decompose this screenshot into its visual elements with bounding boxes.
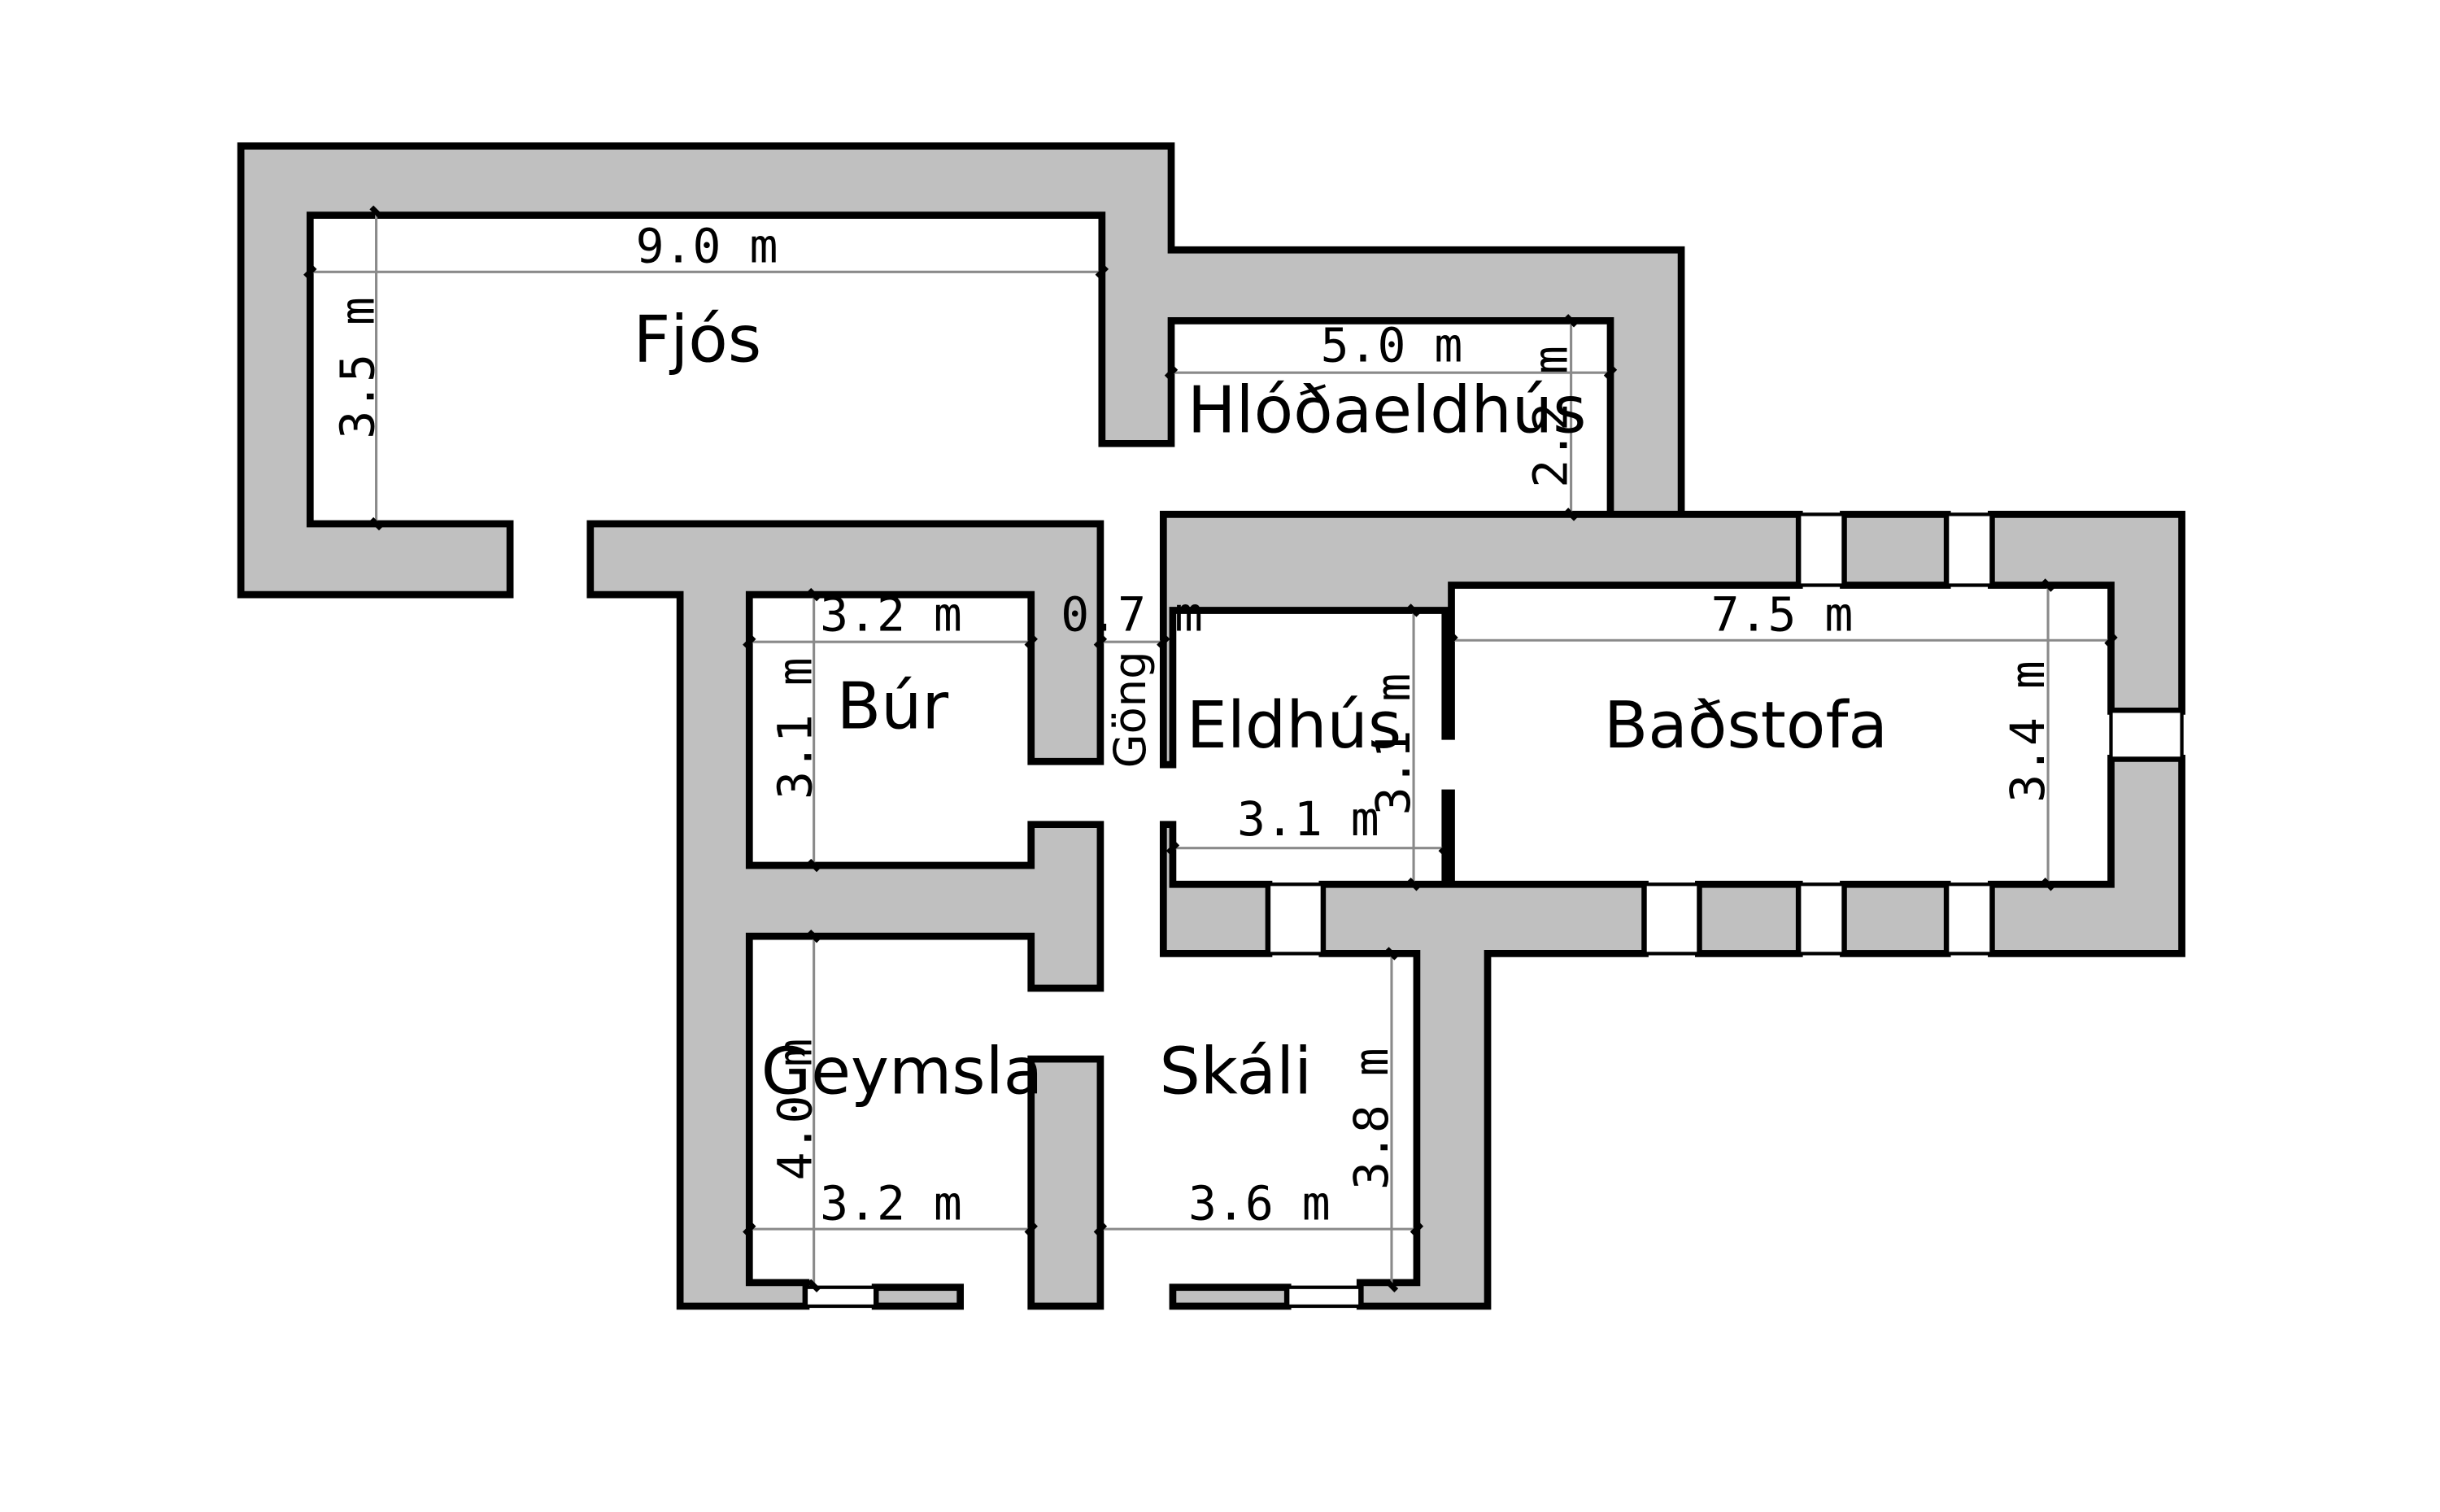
wall-skali-pillar — [1027, 1055, 1105, 1310]
wall-south-skali-east — [1318, 789, 1649, 1310]
window-south-3 — [1945, 882, 1993, 956]
dimension-label: 5.0 m — [1321, 318, 1463, 373]
dimension-labels: 9.0 m 3.5 m 5.0 m 2.2 m 3.2 m 3.1 m 0.7 … — [329, 219, 2055, 1231]
dimension-label: 3.2 m — [820, 587, 962, 643]
window-east — [2109, 709, 2184, 760]
dimension-label: 0.7 m — [1061, 587, 1203, 643]
window-eldhus-south — [1266, 882, 1324, 956]
wall-segment — [1840, 511, 1951, 589]
room-label-badstofa: Baðstofa — [1604, 687, 1888, 763]
dimension-label: 3.2 m — [820, 1176, 962, 1231]
wall-segment — [1840, 880, 1951, 957]
room-label-fjos: Fjós — [634, 302, 762, 377]
wall-fjos-outer — [237, 142, 1685, 599]
wall-segment — [1169, 1283, 1292, 1310]
room-label-gong: Göng — [1105, 651, 1156, 768]
openings — [804, 512, 2184, 1309]
window-north-1 — [1797, 512, 1845, 587]
walls — [237, 142, 2185, 1310]
dimension-ticks — [303, 205, 2118, 1292]
window-geymsla-south — [804, 1285, 878, 1309]
dimension-label: 2.2 m — [1523, 346, 1578, 488]
dimension-label: 3.1 m — [767, 657, 822, 800]
room-label-hlodaeldhus: Hlóðaeldhús — [1187, 373, 1587, 448]
dimension-label: 7.5 m — [1711, 587, 1854, 643]
dimension-label: 3.1 m — [1366, 673, 1421, 816]
dimension-label: 3.6 m — [1188, 1176, 1331, 1231]
room-label-bur: Búr — [837, 669, 949, 744]
window-skali-south — [1286, 1285, 1362, 1309]
dimension-label: 3.5 m — [329, 297, 385, 439]
dimension-label: 4.0 m — [767, 1039, 822, 1181]
room-label-skali: Skáli — [1160, 1034, 1313, 1109]
dimension-label: 3.4 m — [2000, 660, 2055, 803]
dimension-lines — [310, 211, 2111, 1286]
room-label-geymsla: Geymsla — [761, 1034, 1044, 1109]
wall-segment — [871, 1283, 964, 1310]
window-north-2 — [1945, 512, 1993, 587]
dimension-label: 3.8 m — [1344, 1048, 1399, 1190]
window-south-2 — [1797, 882, 1845, 956]
dimension-label: 3.1 m — [1237, 791, 1379, 847]
room-label-eldhus: Eldhús — [1187, 687, 1401, 763]
window-south-1 — [1643, 882, 1701, 956]
wall-center-block — [586, 520, 1105, 1310]
dimension-label: 9.0 m — [636, 219, 778, 274]
room-labels: Fjós Hlóðaeldhús Búr Eldhús Baðstofa Gey… — [634, 302, 1888, 1109]
wall-segment — [1695, 880, 1803, 957]
